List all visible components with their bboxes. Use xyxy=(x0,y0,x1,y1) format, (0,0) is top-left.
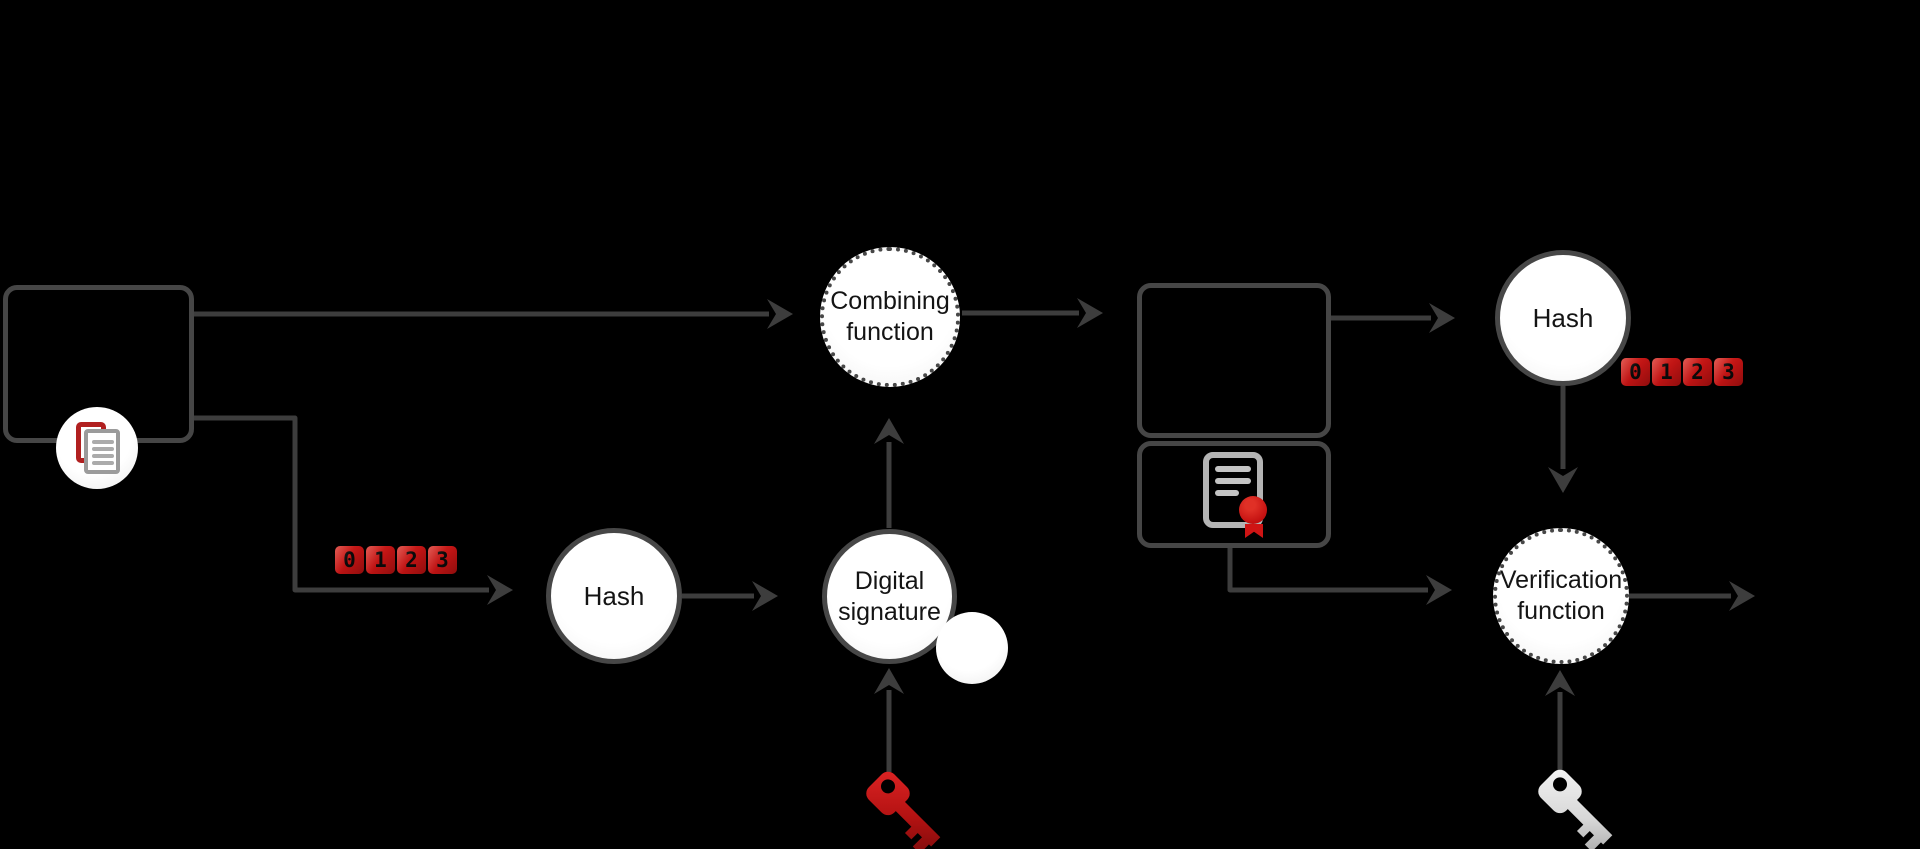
hash-value-left: 0 1 2 3 xyxy=(335,546,457,574)
hash-digit: 3 xyxy=(428,546,457,574)
hash-node-signer: Hash xyxy=(546,528,682,664)
verification-function-node: Verification function xyxy=(1493,528,1629,664)
hash-digit: 1 xyxy=(1652,358,1681,386)
digital-signature-node: Digital signature xyxy=(822,529,957,664)
certificate-icon xyxy=(936,612,1008,684)
hash-digit: 2 xyxy=(397,546,426,574)
seal-icon xyxy=(1239,496,1267,524)
hash-value-right: 0 1 2 3 xyxy=(1621,358,1743,386)
certificate-icon xyxy=(1203,452,1273,538)
hash-digit: 2 xyxy=(1683,358,1712,386)
document-front-page xyxy=(84,429,120,474)
node-label: function xyxy=(846,318,934,346)
node-label: Combining xyxy=(830,287,950,315)
copy-document-icon xyxy=(56,407,138,489)
node-label: Hash xyxy=(1532,302,1594,333)
node-label: Verification xyxy=(1499,566,1623,594)
ribbon-icon xyxy=(1245,524,1263,538)
node-label: function xyxy=(1517,597,1605,625)
gray-key-icon xyxy=(1538,769,1613,849)
red-key-icon xyxy=(866,771,941,849)
node-label: Digital xyxy=(854,566,925,595)
hash-digit: 3 xyxy=(1714,358,1743,386)
connector-certificate-to-verification xyxy=(1227,547,1428,593)
node-label: Hash xyxy=(583,580,645,611)
hash-node-verifier: Hash xyxy=(1495,250,1631,386)
certificate-box xyxy=(1137,441,1331,548)
combining-function-node: Combining function xyxy=(820,247,960,387)
hash-digit: 0 xyxy=(1621,358,1650,386)
hash-digit: 1 xyxy=(366,546,395,574)
hash-digit: 0 xyxy=(335,546,364,574)
signed-data-box xyxy=(1137,283,1331,438)
node-label: signature xyxy=(838,597,941,626)
